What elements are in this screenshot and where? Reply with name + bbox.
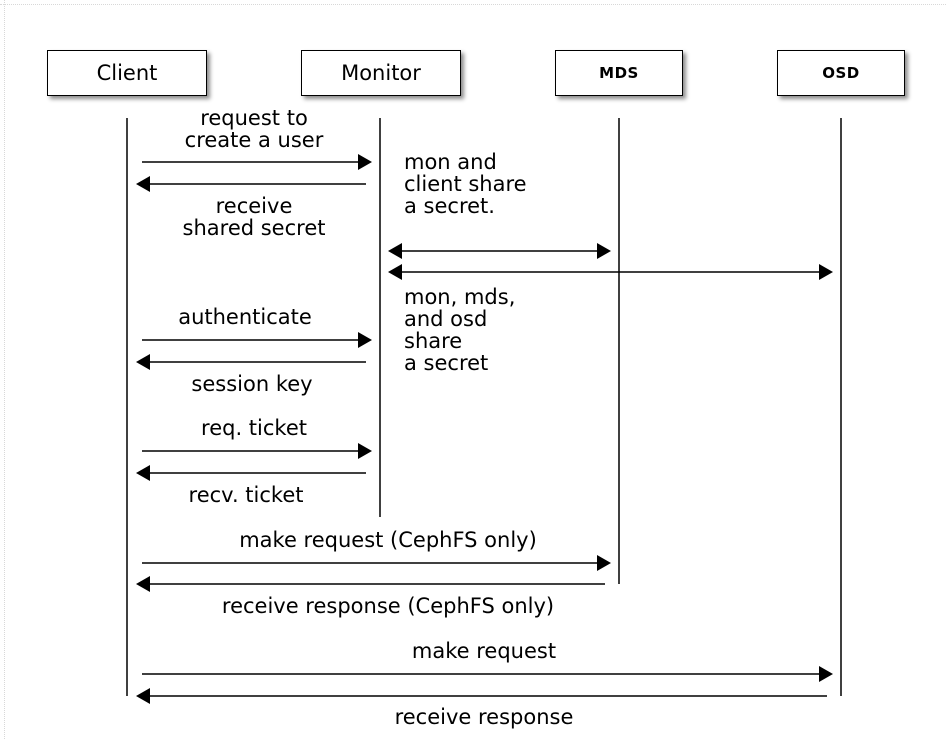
recv-ticket-label: recv. ticket [188,483,304,507]
arrow-mon-osd [388,264,833,280]
mon-mds-osd-note: mon, mds, and osd share a secret [404,285,516,375]
arrow-make-request [142,666,833,682]
arrow-session-key [136,354,366,370]
authenticate-label: authenticate [178,305,312,329]
mds-box: MDS [555,50,683,96]
receive-response-label: receive response [394,705,574,729]
arrow-mon-mds [388,243,611,259]
page-border-left [4,0,5,739]
receive-response-cephfs-label: receive response (CephFS only) [221,594,555,618]
client-box: Client [47,50,207,96]
make-request-label: make request [411,639,557,663]
arrow-receive-secret [136,176,366,192]
receive-secret-label: receive shared secret [182,194,326,240]
client-label: Client [96,61,158,85]
arrow-receive-response [136,688,827,704]
monitor-box: Monitor [301,50,461,96]
make-request-cephfs-label: make request (CephFS only) [239,528,537,552]
arrow-receive-response-cephfs [136,576,605,592]
mon-client-note: mon and client share a secret. [404,150,527,218]
req-ticket-label: req. ticket [201,416,307,440]
monitor-label: Monitor [341,61,421,85]
arrow-request-user [142,154,372,170]
osd-label: OSD [822,64,860,82]
arrow-recv-ticket [136,465,366,481]
request-user-label: request to create a user [184,106,324,152]
arrow-req-ticket [142,443,372,459]
page-border-top [0,4,946,5]
mds-label: MDS [599,64,639,82]
session-key-label: session key [191,372,313,396]
osd-box: OSD [777,50,905,96]
arrow-make-request-cephfs [142,555,611,571]
arrow-authenticate [142,332,372,348]
